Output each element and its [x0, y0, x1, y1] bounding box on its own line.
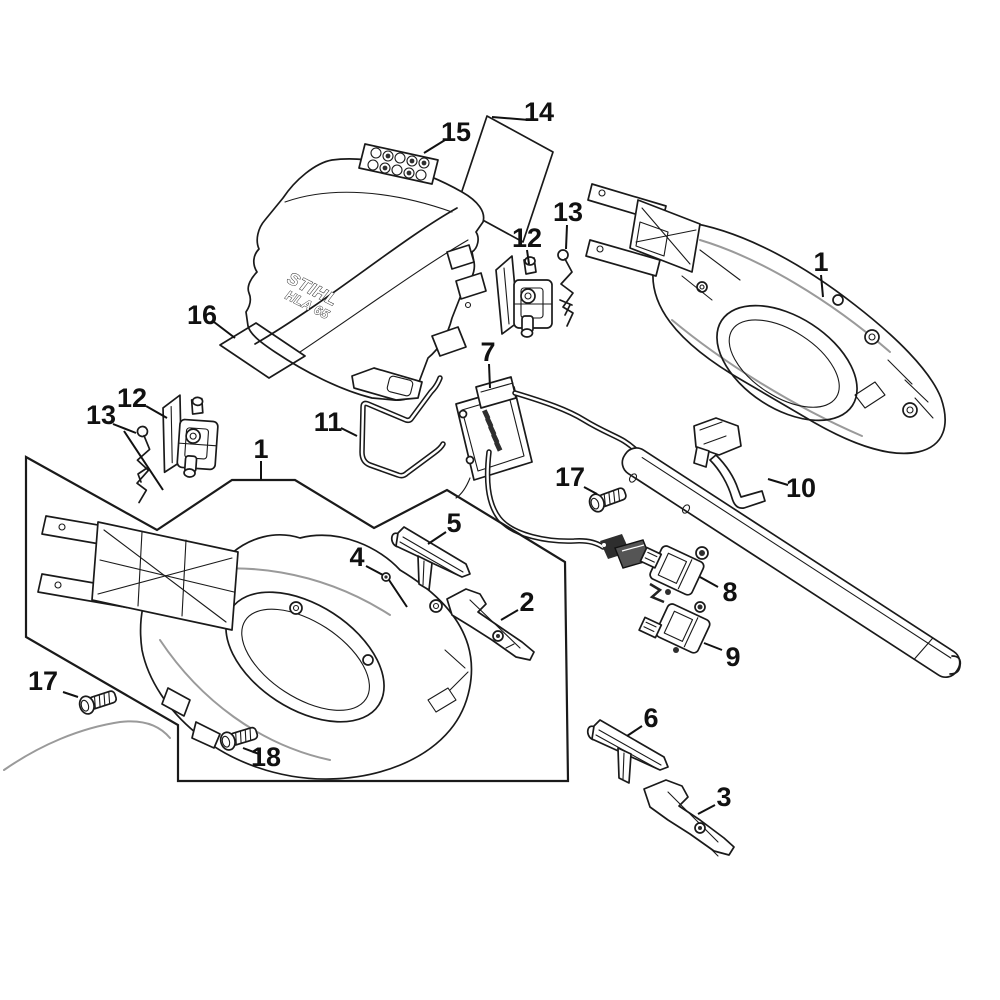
part-label-9-switch: 9 [725, 642, 740, 672]
leader-line-5-trigger [427, 531, 447, 545]
leader-line-18-screw [242, 747, 260, 755]
part-16-label-film [219, 322, 306, 379]
part-9-switch [638, 601, 711, 654]
part-4-pin [381, 572, 391, 582]
leader-line-14-label-film [491, 116, 530, 121]
leader-line-7-circuit-board [488, 363, 491, 389]
part-8-switch [639, 545, 709, 604]
part-motor-cover: STIHL HLA 65 [245, 158, 487, 402]
leader-line-12-top-contact [526, 249, 530, 265]
gear-head-fork [37, 515, 239, 631]
leader-line-12-left-contact [145, 405, 168, 419]
part-15-pictogram-label [358, 143, 439, 185]
part-label-13-top-spring: 13 [553, 197, 583, 227]
part-label-4-pin: 4 [349, 542, 364, 572]
leader-line-6-trigger [626, 725, 643, 737]
leader-line-10-bracket [767, 478, 789, 486]
part-label-7-circuit-board: 7 [480, 337, 495, 367]
part-label-8-switch: 8 [722, 577, 737, 607]
part-17-right-screw [586, 483, 629, 515]
leader-line-17-left-screw [62, 691, 79, 698]
part-1-right-housing [585, 183, 946, 455]
part-label-5-trigger: 5 [446, 508, 461, 538]
leader-line-1-right-housing [820, 274, 824, 298]
part-label-17-left-screw: 17 [28, 666, 58, 696]
part-label-6-trigger: 6 [643, 703, 658, 733]
part-label-13-left-spring: 13 [86, 400, 116, 430]
part-label-18-screw: 18 [251, 742, 281, 772]
part-3-switch-lever [643, 779, 735, 857]
part-7-circuit-board [455, 376, 533, 499]
part-label-1-left-housing: 1 [253, 434, 268, 464]
part-label-11-wire-loop: 11 [314, 407, 343, 437]
part-17-left-screw [76, 686, 120, 717]
part-12-left-contact [157, 393, 221, 480]
part-label-12-left-contact: 12 [117, 383, 147, 413]
leader-line-15-pictogram-label [423, 139, 446, 154]
part-drive-tube [621, 447, 962, 679]
leader-line-11-wire-loop [340, 427, 358, 437]
part-label-10-bracket: 10 [786, 473, 816, 503]
part-label-17-right-screw: 17 [555, 462, 585, 492]
part-13-top-spring [557, 249, 574, 327]
leader-line-13-left-spring [112, 423, 137, 434]
wire-harness-to-connector [484, 449, 606, 550]
part-label-12-top-contact: 12 [512, 223, 542, 253]
leader-line-3-switch-lever [697, 804, 716, 815]
part-label-14-label-film: 14 [524, 97, 554, 127]
leader-line-4-pin [365, 565, 384, 576]
part-14-label-film [456, 115, 554, 243]
leader-line-16-label-film [213, 321, 236, 339]
part-11-wire-loop [359, 375, 446, 479]
leader-line-13-top-spring [565, 224, 568, 250]
board-pins [482, 409, 503, 452]
leader-line-17-right-screw [583, 486, 598, 495]
part-label-16-label-film: 16 [187, 300, 217, 330]
part-label-3-switch-lever: 3 [716, 782, 731, 812]
part-1-box-outline [24, 455, 570, 783]
part-5-trigger-blade [390, 526, 471, 591]
part-label-2-switch-lever: 2 [519, 587, 534, 617]
leader-line-4-pin [388, 579, 408, 608]
part-2-switch-lever [446, 588, 535, 661]
wire-connector [600, 534, 652, 569]
part-1-left-housing [3, 515, 473, 780]
part-13-left-spring [129, 425, 154, 505]
part-10-bracket [693, 417, 766, 509]
leader-line-8-switch [699, 576, 719, 588]
part-label-15-pictogram-label: 15 [441, 117, 471, 147]
part-label-1-right-housing: 1 [813, 247, 828, 277]
part-6-trigger-blade [586, 719, 669, 784]
leader-line-9-switch [703, 642, 723, 651]
leader-line-2-switch-lever [500, 609, 519, 621]
leader-line-13-left-spring [123, 430, 164, 491]
wire-harness-to-tube [512, 390, 643, 457]
part-12-top-contact [495, 255, 553, 338]
